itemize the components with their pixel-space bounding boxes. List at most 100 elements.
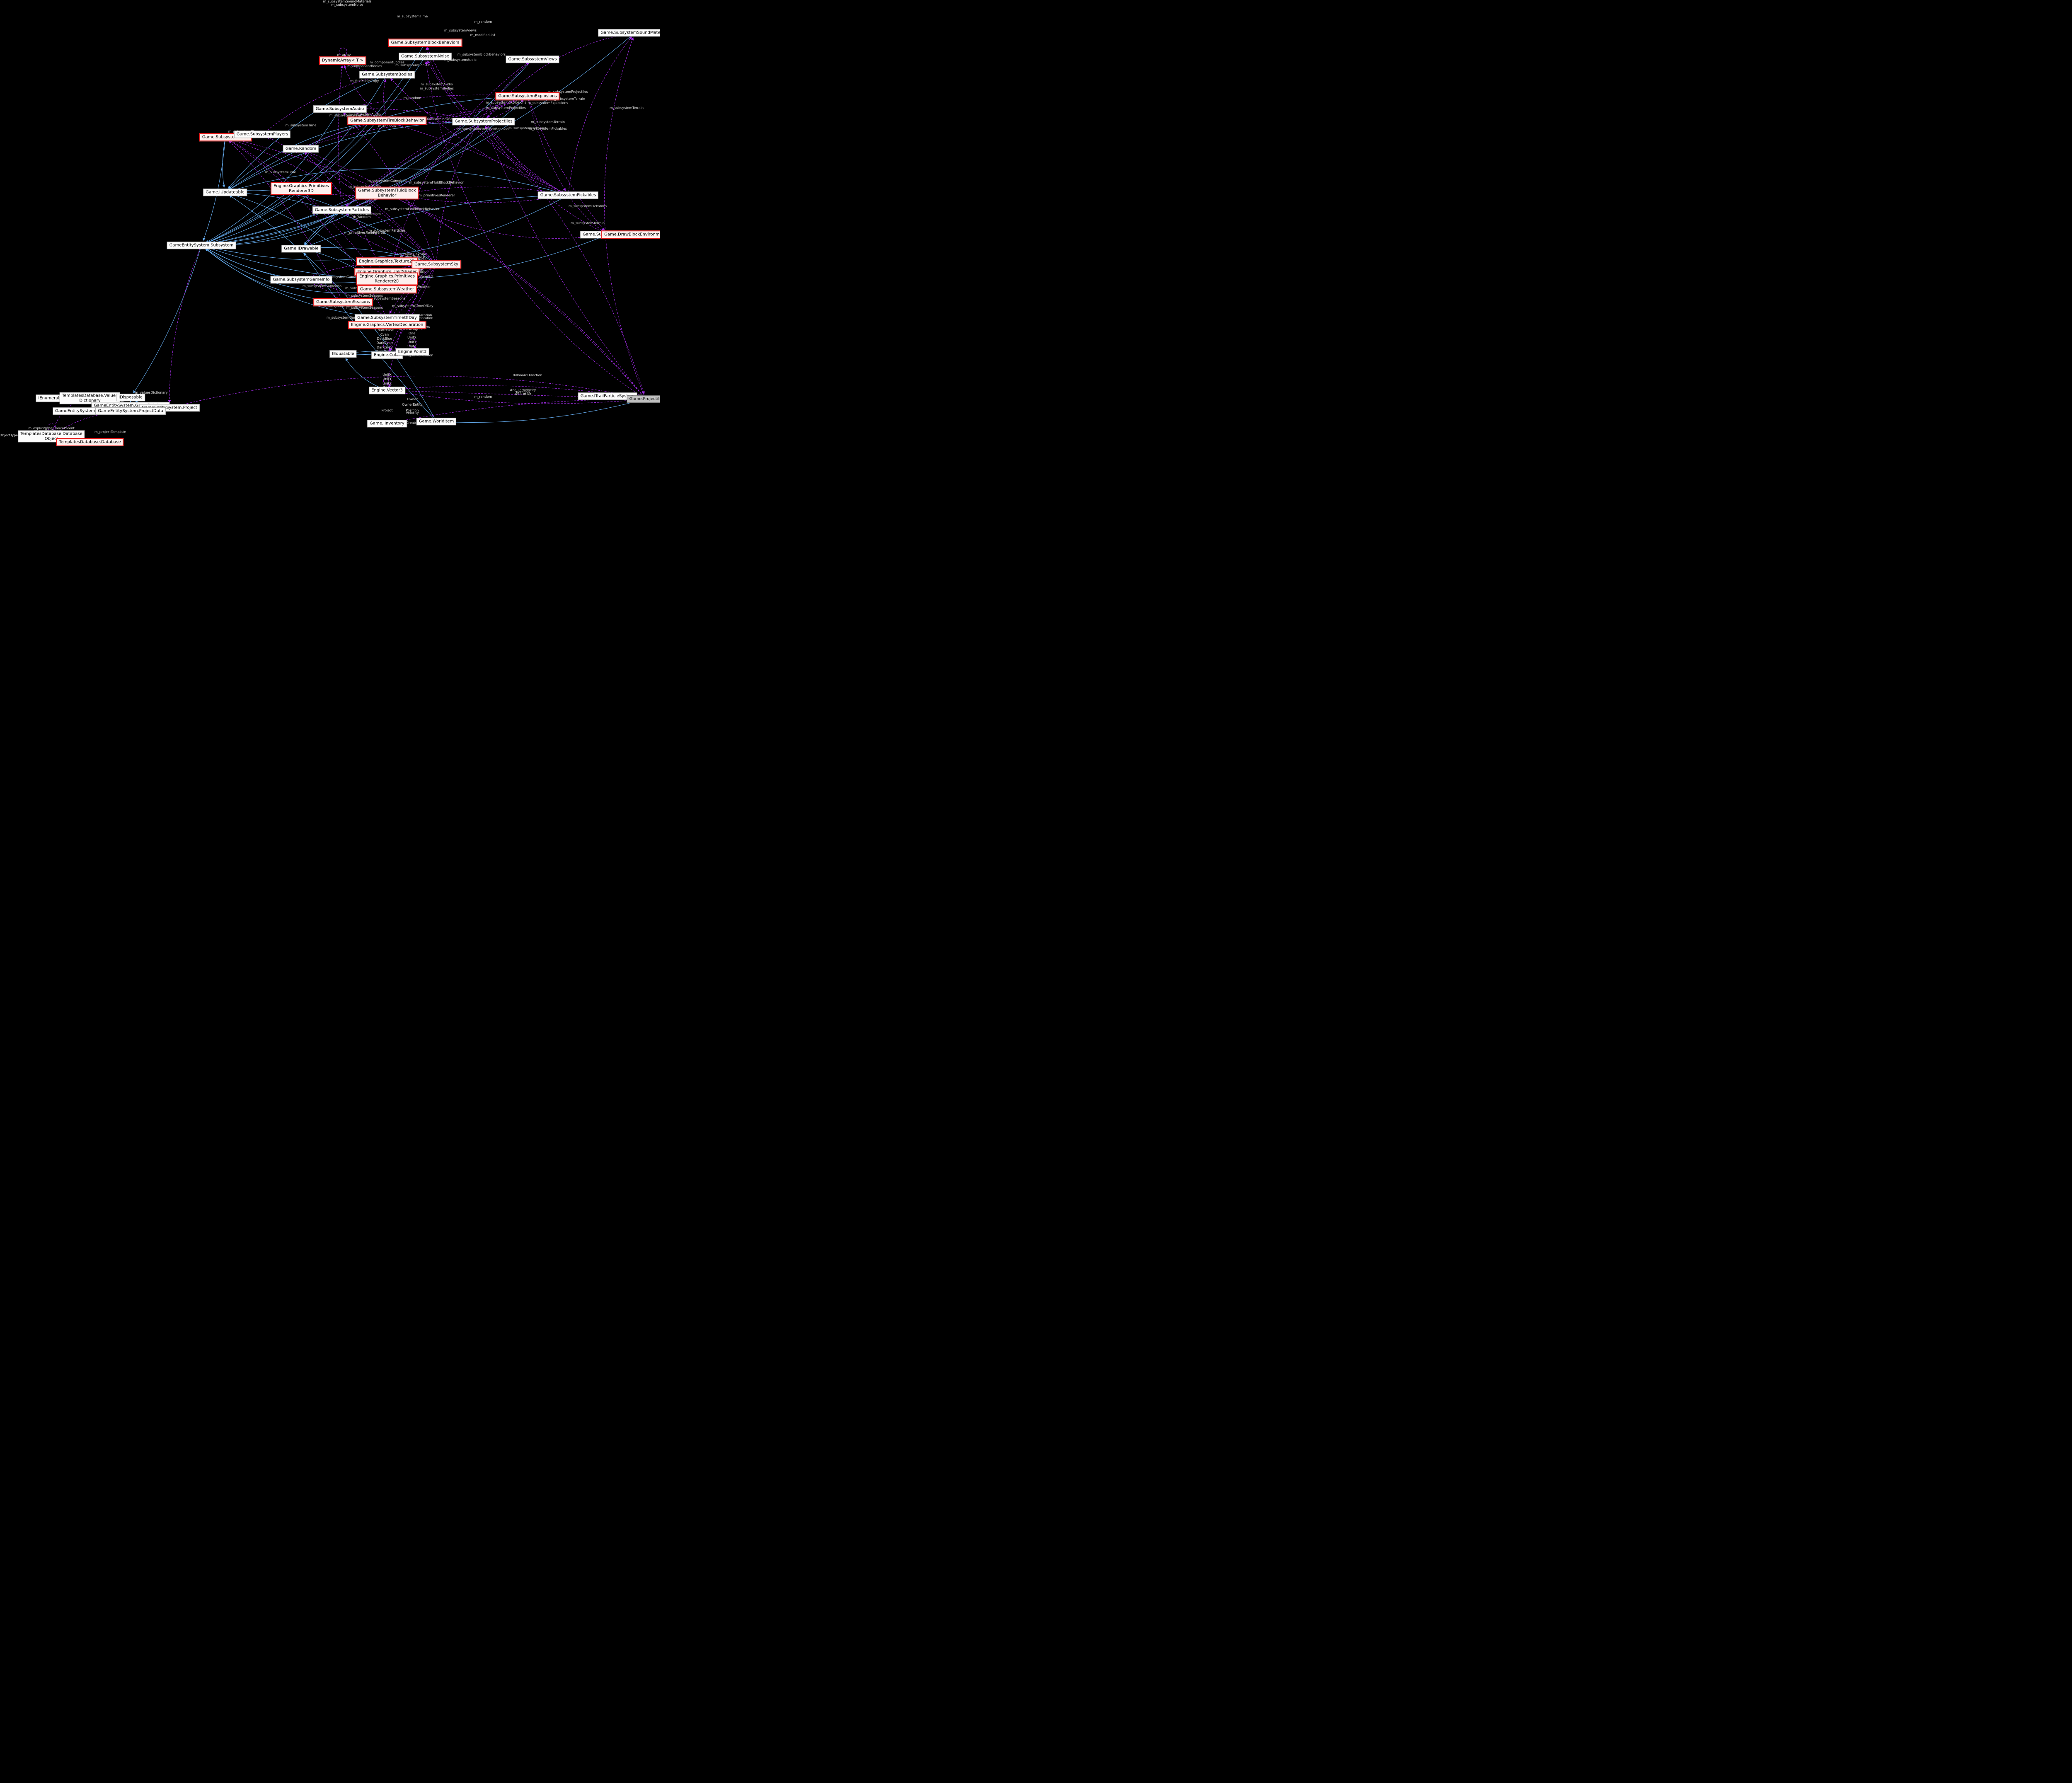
usage-edge (389, 264, 437, 351)
edge-label: m_subsystemPickables (528, 126, 567, 131)
edge-label: m_subsystemFluidBlockBehavior (409, 180, 464, 184)
edge-label: m_subsystemTime (285, 123, 317, 127)
usage-edge (527, 96, 605, 231)
inheritance-edge (206, 42, 426, 244)
usage-edge (427, 47, 569, 196)
edge-label: m_subsystemTerrain (609, 106, 644, 110)
usage-edge (390, 264, 437, 351)
edge-label: m_subsystemGameInfo (324, 275, 363, 279)
class-node-game-subsystemnoise[interactable]: Game.SubsystemNoise (399, 53, 452, 60)
class-node-game-subsystempickables[interactable]: Game.SubsystemPickables (537, 191, 599, 199)
usage-edge (392, 390, 646, 404)
edge-label: m_random (353, 215, 371, 219)
usage-edge (230, 137, 646, 399)
edge-label: m_subsystemExplosions (528, 101, 568, 105)
class-node-game-subsystemaudio[interactable]: Game.SubsystemAudio (313, 105, 367, 113)
class-node-game-subsystemtimeofday[interactable]: Game.SubsystemTimeOfDay (355, 314, 419, 322)
class-node-engine-graphics-vertexdeclaration[interactable]: Engine.Graphics.VertexDeclaration (348, 321, 426, 329)
usage-edge (383, 79, 387, 121)
usage-edge (483, 32, 630, 122)
class-node-game-subsystemseasons[interactable]: Game.SubsystemSeasons (313, 298, 373, 306)
inheritance-edge (229, 121, 484, 190)
class-node-game-subsystemsoundmaterials[interactable]: Game.SubsystemSoundMaterials (598, 29, 660, 36)
edge-label: m_subsystemTerrain (551, 97, 586, 101)
class-node-game-subsystemprojectiles[interactable]: Game.SubsystemProjectiles (452, 118, 515, 125)
inheritance-edge (305, 121, 484, 245)
class-node-dynamicarray-t-[interactable]: DynamicArray< T > (319, 56, 367, 65)
class-node-game-projectile[interactable]: Game.Projectile (627, 395, 660, 403)
usage-edge (391, 121, 484, 191)
edge-label: m_subsystemBodies (420, 86, 454, 90)
edge-label: ObjectType (0, 433, 18, 437)
edge-label: Project (381, 408, 393, 412)
edge-label: m_subsystemPickables (508, 126, 547, 130)
class-node-game-drawblockenvironmentdata[interactable]: Game.DrawBlockEnvironmentData (601, 230, 660, 239)
edge-label: m_subsystemProjectiles (548, 90, 588, 94)
usage-edge (427, 60, 569, 196)
edge-label: m_subsystemTime (265, 170, 296, 174)
edge-label: m_projectTemplate (94, 430, 126, 434)
class-node-game-subsystemfluidblock-behavior[interactable]: Game.SubsystemFluidBlock Behavior (355, 186, 419, 200)
class-node-ienumerable[interactable]: IEnumerable (36, 394, 67, 402)
class-node-game-random[interactable]: Game.Random (283, 145, 319, 152)
class-node-gameentitysystem-subsystem[interactable]: GameEntitySystem.Subsystem (167, 242, 236, 249)
class-node-engine-graphics-primitives-renderer3d[interactable]: Engine.Graphics.Primitives Renderer3D (270, 182, 332, 195)
usage-edge (387, 193, 603, 239)
usage-edge (425, 61, 646, 399)
class-node-templatesdatabase-database[interactable]: TemplatesDatabase.Database (56, 438, 124, 446)
class-node-game-subsystemparticles[interactable]: Game.SubsystemParticles (312, 206, 372, 214)
edge-label: m_subsystemProjectiles (486, 106, 526, 110)
edge-label: m_random (474, 394, 492, 399)
class-node-engine-vector3[interactable]: Engine.Vector3 (369, 387, 405, 394)
usage-edge (48, 423, 56, 434)
inheritance-edge (205, 247, 302, 280)
class-node-gameentitysystem-projectdata[interactable]: GameEntitySystem.ProjectData (95, 407, 166, 415)
edge-label: m_subsystemSeasons (346, 293, 383, 298)
edge-label: AngularVelocity (510, 388, 536, 392)
edge-label: m_viewFogColor (399, 327, 426, 331)
usage-edge (344, 107, 484, 122)
usage-edge (338, 65, 344, 210)
edge-label: m_fogSeedRandom (349, 212, 381, 216)
edge-label: m_subsystemFluidBlockBehavior (385, 207, 440, 211)
class-node-engine-graphics-primitives-renderer2d[interactable]: Engine.Graphics.Primitives Renderer2D (356, 272, 418, 285)
class-node-engine-point3[interactable]: Engine.Point3 (395, 348, 429, 356)
class-node-game-idrawable[interactable]: Game.IDrawable (281, 245, 321, 252)
collaboration-graph: Game.SubsystemSoundMaterialsGame.Subsyst… (0, 0, 660, 446)
inheritance-edge (206, 74, 387, 244)
class-node-idisposable[interactable]: IDisposable (116, 394, 145, 401)
usage-edge (483, 121, 645, 395)
usage-edge (392, 385, 646, 399)
usage-edge (383, 377, 392, 388)
class-node-game-worlditem[interactable]: Game.WorldItem (416, 418, 457, 425)
edge-label: m_subsystemTimeOfDay (392, 304, 433, 308)
class-node-game-subsystemfireblockbehavior[interactable]: Game.SubsystemFireBlockBehavior (347, 116, 427, 125)
usage-edge (305, 151, 437, 265)
edge-label: m_subsystemAudio (421, 82, 453, 86)
edge-label: m_subsystemGameInfo (368, 179, 407, 183)
usage-edge (306, 280, 387, 318)
edge-label: m_subsystemExplosions (486, 100, 526, 104)
class-node-engine-graphics-texture2d[interactable]: Engine.Graphics.Texture2D (356, 257, 418, 266)
edge-label: m_modifiedList (470, 33, 496, 37)
edge-label: m_subsystemBodies (395, 63, 429, 67)
inheritance-edge (441, 399, 646, 423)
class-node-game-itrailparticlesystem[interactable]: Game.ITrailParticleSystem (578, 392, 637, 400)
class-node-game-subsystemexplosions[interactable]: Game.SubsystemExplosions (495, 92, 560, 100)
usage-edge (604, 37, 646, 399)
edge-label: m_subsystemSeasons (346, 305, 383, 310)
class-node-game-iinventory[interactable]: Game.IInventory (367, 420, 407, 427)
class-node-game-subsystemviews[interactable]: Game.SubsystemViews (506, 56, 559, 63)
class-node-game-subsystemgameinfo[interactable]: Game.SubsystemGameInfo (270, 276, 332, 283)
class-node-game-subsystemsky[interactable]: Game.SubsystemSky (411, 260, 461, 269)
class-node-game-subsystemplayers[interactable]: Game.SubsystemPlayers (234, 131, 291, 138)
edge-label: m_subsystemGameInfo (303, 284, 341, 288)
class-node-game-subsystemblockbehaviors[interactable]: Game.SubsystemBlockBehaviors (388, 39, 462, 47)
inheritance-edge (222, 137, 226, 188)
class-node-game-subsystemweather[interactable]: Game.SubsystemWeather (357, 285, 417, 293)
class-node-game-iupdateable[interactable]: Game.IUpdateable (203, 189, 247, 196)
usage-edge (339, 48, 347, 58)
class-node-game-subsystembodies[interactable]: Game.SubsystemBodies (359, 71, 415, 78)
inheritance-edge (228, 74, 387, 189)
class-node-iequatable[interactable]: IEquatable (329, 350, 357, 358)
